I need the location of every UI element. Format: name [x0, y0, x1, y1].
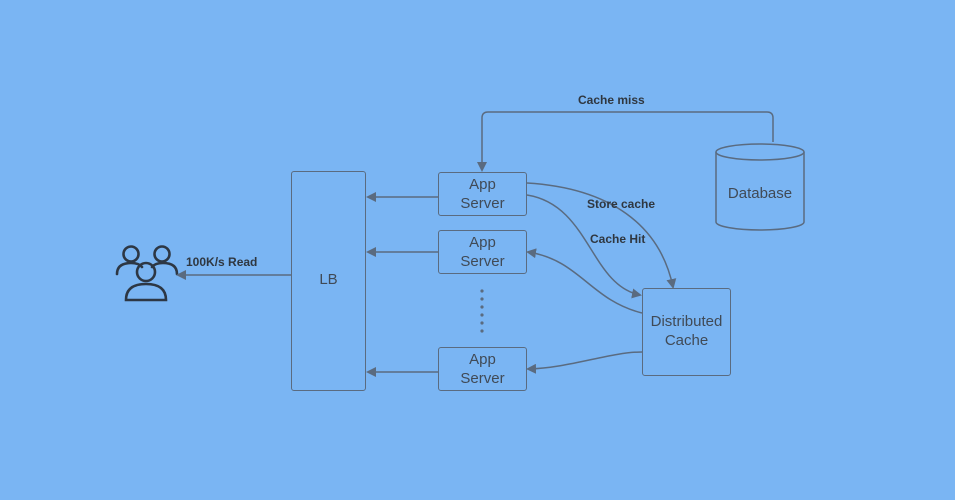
load-balancer-label: LB — [319, 271, 338, 288]
edge-label-cache-miss: Cache miss — [578, 93, 645, 107]
more-servers-ellipsis — [480, 289, 484, 333]
edge-cache-miss — [477, 111, 774, 172]
edge-label-cache-hit: Cache Hit — [590, 232, 646, 246]
app-server-label-2: App Server — [438, 233, 527, 271]
database-cylinder — [715, 143, 805, 231]
edge-store-cache — [526, 182, 677, 289]
app-server-node-3 — [438, 347, 527, 391]
app-server-label-1-line-2: Server — [460, 195, 505, 212]
users-group-icon — [115, 245, 179, 302]
app-server-label-1-line-1: App — [469, 176, 496, 193]
app-server-label-3-line-2: Server — [460, 370, 505, 387]
app-server-label-1: App Server — [438, 175, 527, 213]
edge-label-store-cache: Store cache — [587, 197, 656, 211]
app-server-node-2 — [438, 230, 527, 274]
database-label: Database — [727, 185, 793, 202]
distributed-cache-node — [642, 288, 731, 376]
app-server-label-3: App Server — [438, 350, 527, 388]
edge-label-read: 100K/s Read — [186, 255, 258, 269]
app-server-node-1 — [438, 172, 527, 216]
app-server-label-2-line-2: Server — [460, 253, 505, 270]
edge-cache-to-app2 — [526, 248, 643, 314]
distributed-cache-label-line-2: Cache — [664, 332, 709, 349]
distributed-cache-label: Distributed Cache — [638, 312, 735, 350]
edge-cache-hit — [526, 194, 642, 299]
load-balancer-node — [291, 171, 366, 391]
edge-cache-to-app3 — [526, 351, 643, 374]
app-server-label-3-line-1: App — [469, 351, 496, 368]
distributed-cache-label-line-1: Distributed — [650, 313, 723, 330]
app-server-label-2-line-1: App — [469, 234, 496, 251]
